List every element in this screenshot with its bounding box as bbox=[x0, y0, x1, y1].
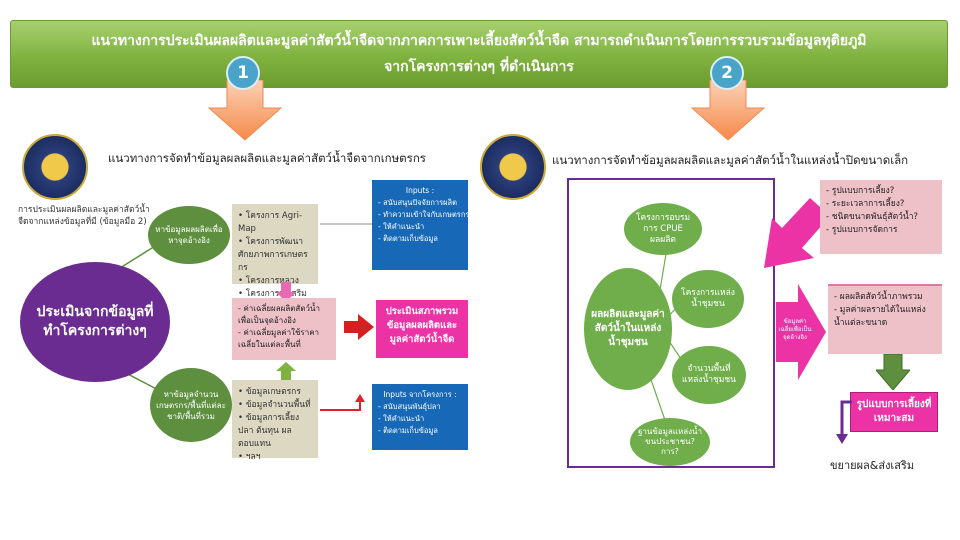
department-seal-icon bbox=[480, 134, 546, 200]
left-heading: แนวทางการจัดทำข้อมูลผลผลิตและมูลค่าสัตว์… bbox=[108, 151, 426, 165]
right-arrow-icon bbox=[344, 314, 374, 340]
right-heading: แนวทางการจัดทำข้อมูลผลผลิตและมูลค่าสัตว์… bbox=[552, 153, 909, 167]
inputs-bottom-box: Inputs จากโครงการ : - สนับสนุนพันธุ์ปลา … bbox=[372, 384, 468, 450]
project-item: โครงการหลวง bbox=[238, 275, 312, 288]
project-item: ข้อมูลเกษตรกร bbox=[238, 386, 312, 399]
left-side-note: การประเมินผลผลิตและมูลค่าสัตว์น้ำจืดจากแ… bbox=[18, 205, 150, 227]
pattern-box: รูปแบบการเลี้ยงที่เหมาะสม bbox=[850, 392, 938, 432]
small-up-arrow-icon bbox=[276, 362, 296, 380]
pink-mid-box: - ค่าเฉลี่ยผลผลิตสัตว์น้ำเพื่อเป็นจุดอ้า… bbox=[232, 298, 336, 360]
satellite-circle-1: โครงการอบรมการ CPUE ผลผลิต bbox=[624, 203, 702, 255]
footer-text: ขยายผล&ส่งเสริม bbox=[830, 459, 915, 472]
main-circle: ประเมินจากข้อมูลที่ทำโครงการต่างๆ bbox=[20, 262, 170, 382]
diagonal-arrow-icon bbox=[764, 198, 830, 268]
top-circle: หาข้อมูลผลผลิตเพื่อหาจุดอ้างอิง bbox=[148, 206, 230, 264]
project-item: ข้อมูลจำนวนพื้นที่ bbox=[238, 399, 312, 412]
arrow-text: ข้อมูลค่าเฉลี่ยเพื่อเป็นจุดอ้างอิง bbox=[778, 318, 812, 341]
questions-box: - รูปแบบการเลี้ยง? - ระยะเวลาการเลี้ยง? … bbox=[820, 180, 942, 254]
input-item: - สนับสนุนพันธุ์ปลา bbox=[378, 402, 441, 411]
purple-frame bbox=[567, 178, 775, 468]
center-circle-label: ผลผลิตและมูลค่าสัตว์น้ำในแหล่งน้ำชุมชน bbox=[591, 309, 665, 348]
title-banner: แนวทางการประเมินผลผลิตและมูลค่าสัตว์น้ำจ… bbox=[10, 20, 948, 88]
inputs-top-title: Inputs : bbox=[405, 186, 435, 195]
inputs-top-box: Inputs : - สนับสนุนปัจจัยการผลิต - ทำควา… bbox=[372, 180, 515, 270]
department-seal-icon bbox=[22, 134, 88, 200]
projects-top-box: โครงการ Agri-Map โครงการพัฒนาศักยภาพการเ… bbox=[232, 204, 318, 325]
satellite-circle-4: ฐานข้อมูลแหล่งน้ำ ขนประชาชน? การ? bbox=[630, 418, 710, 466]
input-item: - ให้คำแนะนำ bbox=[378, 414, 425, 423]
question-item: - ระยะเวลาการเลี้ยง? bbox=[826, 199, 905, 209]
big-right-arrow-icon bbox=[776, 284, 826, 380]
result-box: ประเมินสภาพรวมข้อมูลผลผลิตและมูลค่าสัตว์… bbox=[376, 300, 468, 358]
pink-mid-item: - ค่าเฉลี่ยมูลค่าใช้ราคาเฉลี่ยในแต่ละพื้… bbox=[238, 328, 320, 349]
step-badge-2: 2 bbox=[710, 56, 744, 90]
question-item: - ชนิดขนาดพันธุ์สัตว์น้ำ? bbox=[826, 212, 918, 222]
input-item: - ติดตามเก็บข้อมูล bbox=[378, 234, 438, 243]
banner-line-1: แนวทางการประเมินผลผลิตและมูลค่าสัตว์น้ำจ… bbox=[91, 33, 867, 49]
top-circle-label: หาข้อมูลผลผลิตเพื่อหาจุดอ้างอิง bbox=[155, 225, 223, 245]
question-item: - รูปแบบการเลี้ยง? bbox=[826, 186, 895, 196]
inputs-bottom-title: Inputs จากโครงการ : bbox=[383, 390, 457, 399]
input-item: - ทำความเข้าใจกับเกษตรกรในวิธีการเลี้ยง bbox=[378, 210, 515, 219]
small-down-arrow-icon bbox=[276, 282, 296, 302]
center-circle: ผลผลิตและมูลค่าสัตว์น้ำในแหล่งน้ำชุมชน bbox=[584, 268, 672, 390]
down-arrow-icon bbox=[207, 80, 283, 141]
bottom-circle-label: หาข้อมูลจำนวนเกษตรกร/พื้นที่แต่ละชาติ/พื… bbox=[156, 389, 226, 421]
pink-mid-item: - ค่าเฉลี่ยผลผลิตสัตว์น้ำเพื่อเป็นจุดอ้า… bbox=[238, 304, 320, 325]
satellite-circle-3: จำนวนพื้นที่แหล่งน้ำชุมชน bbox=[672, 346, 746, 404]
project-item: โครงการพัฒนาศักยภาพการเกษตรกร bbox=[238, 236, 312, 275]
project-item: ฯลฯ bbox=[238, 451, 312, 464]
result-item: - มูลค่าผลรายได้ในแหล่งน้ำแต่ละขนาด bbox=[834, 305, 926, 328]
project-item: โครงการ Agri-Map bbox=[238, 210, 312, 236]
project-item: ข้อมูลการเลี้ยงปลา ต้นทุน ผลตอบแทน bbox=[238, 412, 312, 451]
projects-bottom-box: ข้อมูลเกษตรกร ข้อมูลจำนวนพื้นที่ ข้อมูลก… bbox=[232, 380, 318, 462]
input-item: - ให้คำแนะนำ bbox=[378, 222, 425, 231]
banner-line-2: จากโครงการต่างๆ ที่ดำเนินการ bbox=[384, 59, 574, 75]
step-badge-1: 1 bbox=[226, 56, 260, 90]
down-arrow-icon bbox=[690, 80, 766, 141]
green-down-arrow-icon bbox=[876, 354, 910, 390]
input-item: - ติดตามเก็บข้อมูล bbox=[378, 426, 438, 435]
input-item: - สนับสนุนปัจจัยการผลิต bbox=[378, 198, 457, 207]
main-circle-label: ประเมินจากข้อมูลที่ทำโครงการต่างๆ bbox=[36, 304, 154, 339]
bottom-circle: หาข้อมูลจำนวนเกษตรกร/พื้นที่แต่ละชาติ/พื… bbox=[150, 368, 232, 442]
satellite-circle-2: โครงการแหล่งน้ำชุมชน bbox=[672, 270, 744, 328]
results-box: - ผลผลิตสัตว์น้ำภาพรวม - มูลค่าผลรายได้ใ… bbox=[828, 284, 942, 354]
purple-curved-arrow-icon bbox=[836, 400, 852, 444]
result-item: - ผลผลิตสัตว์น้ำภาพรวม bbox=[834, 292, 923, 302]
question-item: - รูปแบบการจัดการ bbox=[826, 225, 898, 235]
